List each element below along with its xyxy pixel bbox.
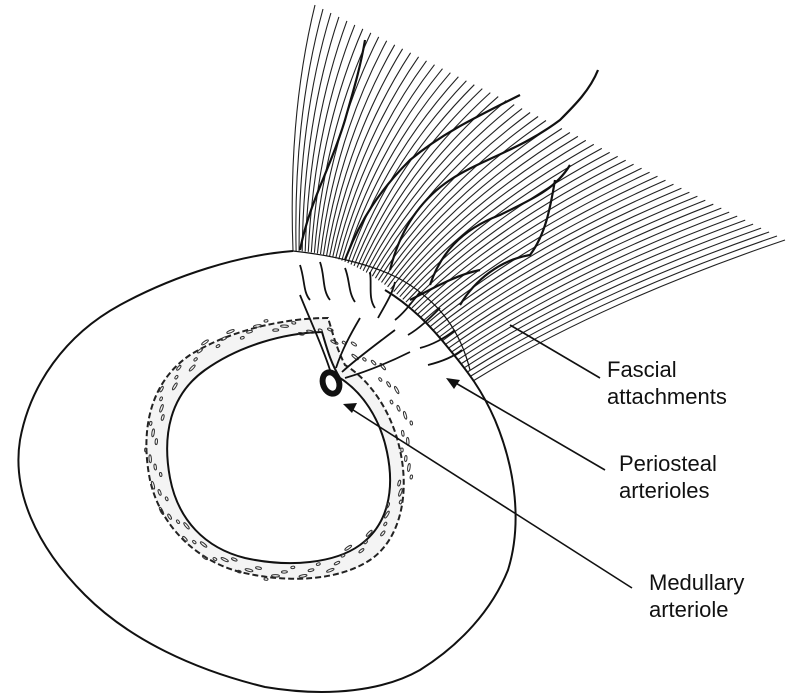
- label-fascial-line2: attachments: [607, 384, 727, 409]
- fascia-fiber: [345, 73, 451, 262]
- label-fascial-attachments: Fascial attachments: [607, 357, 727, 409]
- fascia-fiber: [415, 164, 634, 310]
- label-periosteal-line2: arterioles: [619, 478, 709, 503]
- label-medullary-line1: Medullary: [649, 570, 744, 595]
- fascia-fiber: [375, 113, 530, 279]
- label-periosteal-arterioles: Periosteal arterioles: [619, 451, 723, 503]
- label-fascial-line1: Fascial: [607, 357, 677, 382]
- fascia-fiber: [378, 117, 538, 281]
- fascia-fiber: [388, 129, 562, 287]
- fascia-fiber: [308, 25, 355, 252]
- fascia-fiber: [314, 33, 370, 253]
- label-periosteal-line1: Periosteal: [619, 451, 717, 476]
- label-medullary-arteriole: Medullary arteriole: [649, 570, 751, 622]
- fascial-vessels: [300, 40, 598, 305]
- label-medullary-line2: arteriole: [649, 597, 728, 622]
- fascia-fiber: [327, 49, 403, 256]
- fascia-fiber: [412, 160, 626, 307]
- fascia-fiber: [330, 53, 411, 257]
- fascia-fiber: [424, 176, 657, 320]
- fascia-fiber: [385, 125, 555, 285]
